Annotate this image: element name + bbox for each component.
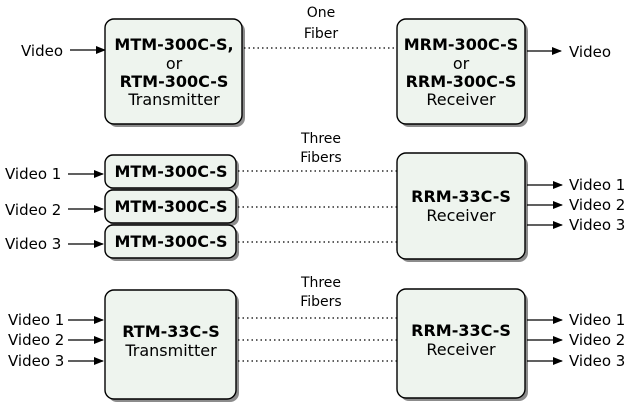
row1-tx-line2: or xyxy=(166,54,183,73)
row1-rx-line4: Receiver xyxy=(426,90,496,109)
row2-tx2-label: MTM-300C-S xyxy=(114,197,227,216)
row3-output-2: Video 2 xyxy=(569,331,625,349)
row1-tx-box xyxy=(104,18,243,125)
row1-output-label: Video xyxy=(569,43,611,61)
row3-rx-line1: RRM-33C-S xyxy=(411,321,511,340)
row2-tx1-label: MTM-300C-S xyxy=(114,162,227,181)
row2-output-1: Video 1 xyxy=(569,176,625,194)
row2-tx3-label: MTM-300C-S xyxy=(114,232,227,251)
row3-input-3: Video 3 xyxy=(8,352,64,370)
row1-tx-line4: Transmitter xyxy=(127,90,220,109)
row3-input-2: Video 2 xyxy=(8,331,64,349)
row2-rx-box xyxy=(396,152,526,260)
row1-tx-line1: MTM-300C-S, xyxy=(114,35,233,54)
row2-rx-line1: RRM-33C-S xyxy=(411,187,511,206)
row3-tx-line1: RTM-33C-S xyxy=(122,322,220,341)
row1-tx-line3: RTM-300C-S xyxy=(120,72,229,91)
row3-caption-line1: Three xyxy=(300,275,341,291)
row2-caption-line2: Fibers xyxy=(300,150,341,166)
row3-tx-line2: Transmitter xyxy=(124,341,217,360)
row2-input-2: Video 2 xyxy=(5,201,61,219)
row1-rx-line3: RRM-300C-S xyxy=(406,72,517,91)
row2-rx-line2: Receiver xyxy=(426,206,496,225)
row3-tx-box xyxy=(104,289,237,400)
row2-output-2: Video 2 xyxy=(569,196,625,214)
row1-rx-line1: MRM-300C-S xyxy=(404,35,518,54)
row2-caption-line1: Three xyxy=(300,131,341,147)
row3-output-1: Video 1 xyxy=(569,311,625,329)
row1-rx-box xyxy=(396,18,526,125)
row3-caption-line2: Fibers xyxy=(300,294,341,310)
row2-input-1: Video 1 xyxy=(5,165,61,183)
row3-rx-line2: Receiver xyxy=(426,340,496,359)
row1-caption-line1: One xyxy=(307,5,336,21)
row1-input-label: Video xyxy=(21,42,63,60)
row2-tx2-box xyxy=(104,189,237,224)
row1-rx-line2: or xyxy=(453,54,470,73)
row3-rx-box xyxy=(396,288,526,399)
row2-tx1-box xyxy=(104,154,237,189)
row2-input-3: Video 3 xyxy=(5,235,61,253)
row3-output-3: Video 3 xyxy=(569,352,625,370)
row2-output-3: Video 3 xyxy=(569,216,625,234)
row3-input-1: Video 1 xyxy=(8,311,64,329)
row2-tx3-box xyxy=(104,224,237,259)
row1-caption-line2: Fiber xyxy=(304,26,338,42)
